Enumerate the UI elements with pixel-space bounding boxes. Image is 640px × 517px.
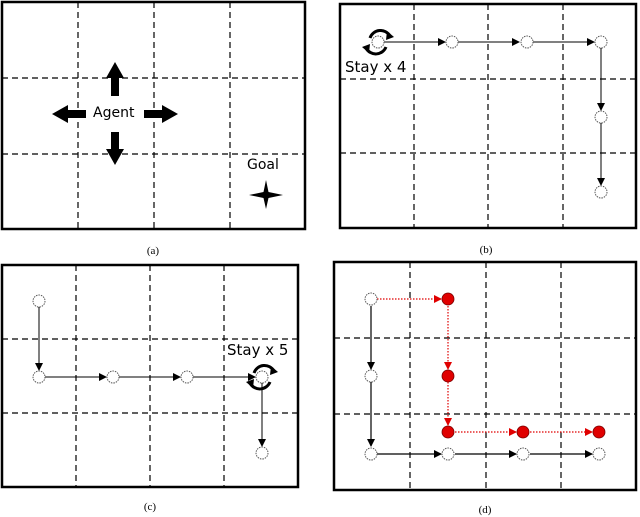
panel-d-border <box>332 260 638 492</box>
panel-c-grid <box>2 265 298 487</box>
panel-d <box>332 260 638 492</box>
stay-label-b: Stay x 4 <box>345 58 407 76</box>
caption-c: (c) <box>143 501 157 513</box>
arrow-down-icon <box>106 132 124 165</box>
stay-label-c: Stay x 5 <box>227 341 289 359</box>
arrow-up-icon <box>106 62 124 96</box>
goal-label: Goal <box>247 157 279 173</box>
arrow-right-icon <box>144 105 178 123</box>
caption-b: (b) <box>479 244 493 256</box>
black-path <box>367 306 593 458</box>
arrow-left-icon <box>52 105 86 123</box>
path-nodes <box>371 35 608 199</box>
caption-d: (d) <box>478 504 492 516</box>
panel-d-grid <box>334 262 636 490</box>
panel-c <box>0 263 300 489</box>
red-path <box>377 295 593 436</box>
panel-b-grid <box>340 4 636 228</box>
caption-a: (a) <box>146 245 160 257</box>
panel-b <box>338 2 638 230</box>
panel-a <box>0 0 307 231</box>
agent-label: Agent <box>93 105 135 121</box>
star-goal-icon <box>249 180 283 209</box>
